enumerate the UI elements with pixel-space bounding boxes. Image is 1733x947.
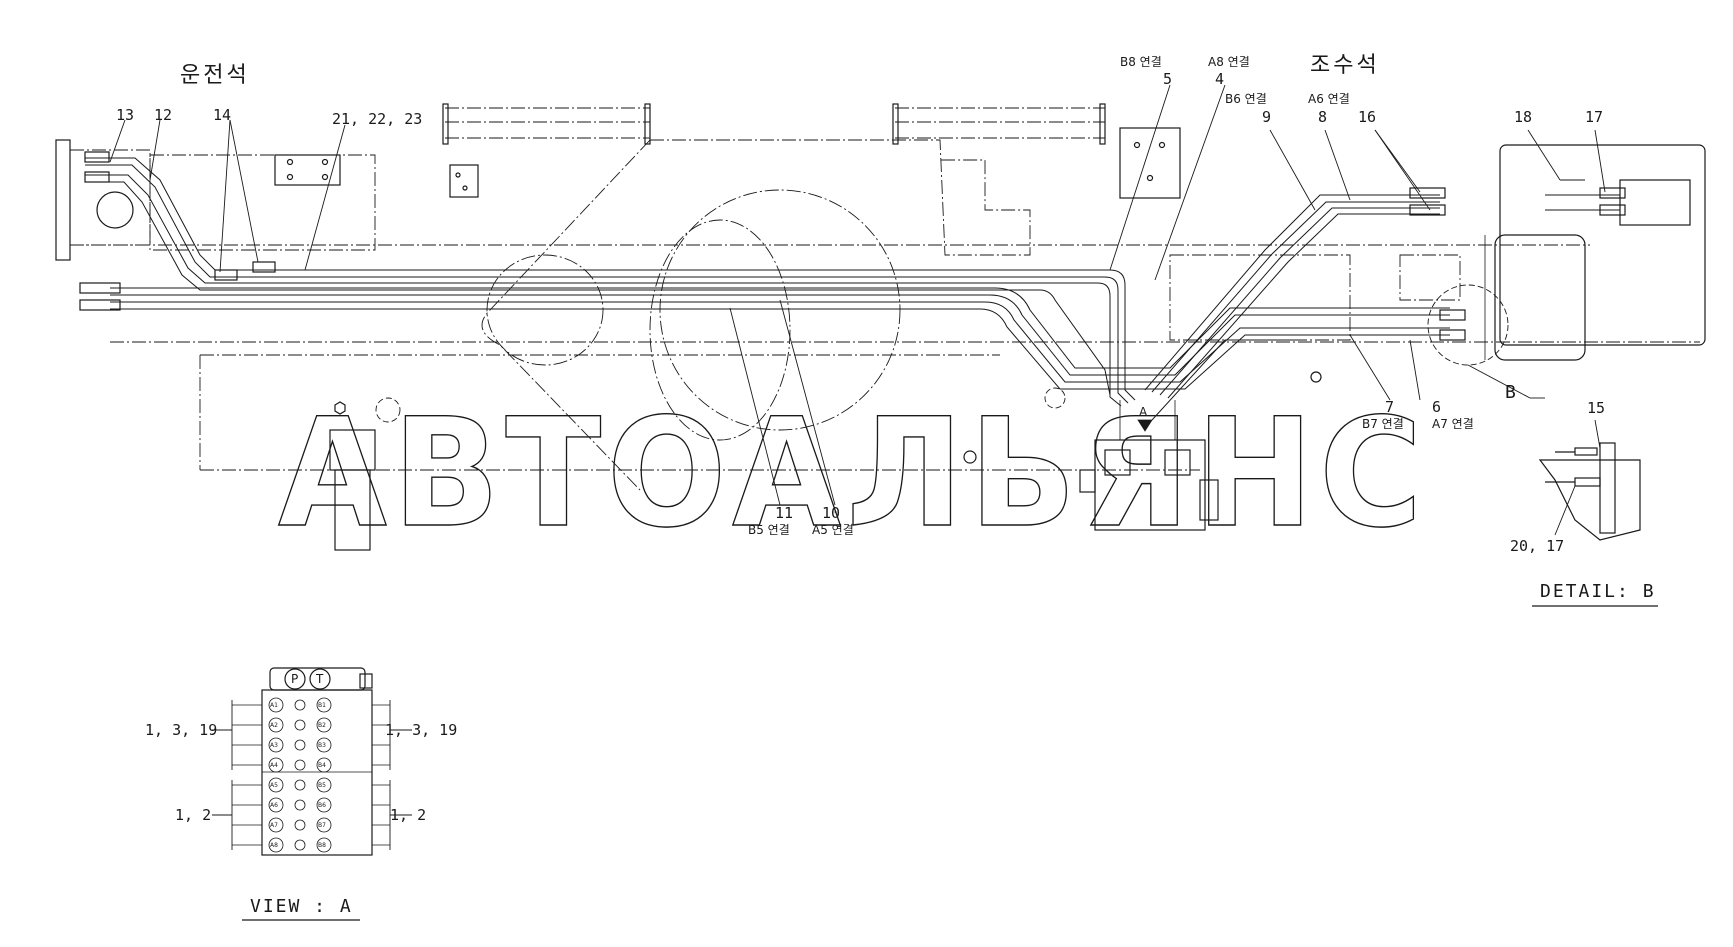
callout-16: 16 (1358, 108, 1376, 126)
callout-21-22-23: 21, 22, 23 (332, 110, 422, 128)
hose-fittings (79, 151, 1626, 341)
callout-15: 15 (1587, 399, 1605, 417)
callout-a6-connection: A6 연결 (1308, 92, 1350, 106)
callout-b7-connection: B7 연결 (1362, 417, 1404, 431)
view-a-label-right-top: 1, 3, 19 (385, 721, 457, 739)
callout-9: 9 (1262, 108, 1271, 126)
view-a-port-t: T (315, 672, 324, 686)
callout-8: 8 (1318, 108, 1327, 126)
view-a-label-left-top: 1, 3, 19 (145, 721, 217, 739)
view-a-labels: 1, 3, 19 1, 3, 19 1, 2 1, 2 VIEW : A (145, 721, 457, 921)
view-a-port-labels: A1 A2 A3 A4 A5 A6 A7 A8 B1 B2 B3 B4 B5 B… (270, 702, 326, 849)
port-label-b2: B2 (318, 722, 326, 729)
view-a-label-right-bottom: 1, 2 (390, 806, 426, 824)
callout-13: 13 (116, 106, 134, 124)
leader-lines (109, 84, 1606, 506)
view-a-label-left-bottom: 1, 2 (175, 806, 211, 824)
view-a-port-p: P (291, 672, 298, 686)
port-label-b7: B7 (318, 822, 326, 829)
port-label-a8: A8 (270, 842, 278, 849)
port-label-a4: A4 (270, 762, 278, 769)
hose-bundle (85, 157, 1620, 421)
callout-labels: 13 12 14 21, 22, 23 B8 연결 5 A8 연결 4 B6 연… (116, 55, 1605, 555)
port-label-a2: A2 (270, 722, 278, 729)
detail-b (1427, 284, 1641, 541)
title-driver-seat: 운전석 (180, 63, 250, 88)
port-label-a3: A3 (270, 742, 278, 749)
callout-a8-connection: A8 연결 (1208, 55, 1250, 69)
title-operator-seat: 조수석 (1310, 53, 1380, 78)
callout-a7-connection: A7 연결 (1432, 417, 1474, 431)
callout-20-17: 20, 17 (1510, 537, 1564, 555)
port-label-a1: A1 (270, 702, 278, 709)
callout-a5-connection: A5 연결 (812, 523, 854, 537)
callout-11: 11 (775, 504, 793, 522)
port-label-b4: B4 (318, 762, 326, 769)
callout-14: 14 (213, 106, 231, 124)
port-label-a6: A6 (270, 802, 278, 809)
port-label-a5: A5 (270, 782, 278, 789)
callout-18: 18 (1514, 108, 1532, 126)
chassis-outline (55, 103, 1706, 551)
detail-b-marker: B (1505, 382, 1518, 403)
view-a-port-rows (232, 697, 390, 853)
callout-b8-connection: B8 연결 (1120, 55, 1162, 69)
callout-5: 5 (1163, 70, 1172, 88)
port-label-b6: B6 (318, 802, 326, 809)
callout-4: 4 (1215, 70, 1224, 88)
port-label-b1: B1 (318, 702, 326, 709)
callout-b6-connection: B6 연결 (1225, 92, 1267, 106)
callout-7: 7 (1385, 398, 1394, 416)
callout-12: 12 (154, 106, 172, 124)
detail-b-caption: DETAIL: B (1540, 581, 1656, 602)
view-a-marker: A (1139, 405, 1148, 419)
callout-10: 10 (822, 504, 840, 522)
callout-6: 6 (1432, 398, 1441, 416)
watermark-text: АВТОАЛЬЯНС (278, 387, 1428, 561)
port-label-b8: B8 (318, 842, 326, 849)
view-a-valve-stack: P T A1 A2 A3 A4 A5 (212, 667, 412, 856)
port-label-b5: B5 (318, 782, 326, 789)
port-label-b3: B3 (318, 742, 326, 749)
callout-b5-connection: B5 연결 (748, 523, 790, 537)
control-valve-block (1079, 400, 1219, 531)
callout-17: 17 (1585, 108, 1603, 126)
view-a-caption: VIEW : A (250, 896, 353, 917)
port-label-a7: A7 (270, 822, 278, 829)
